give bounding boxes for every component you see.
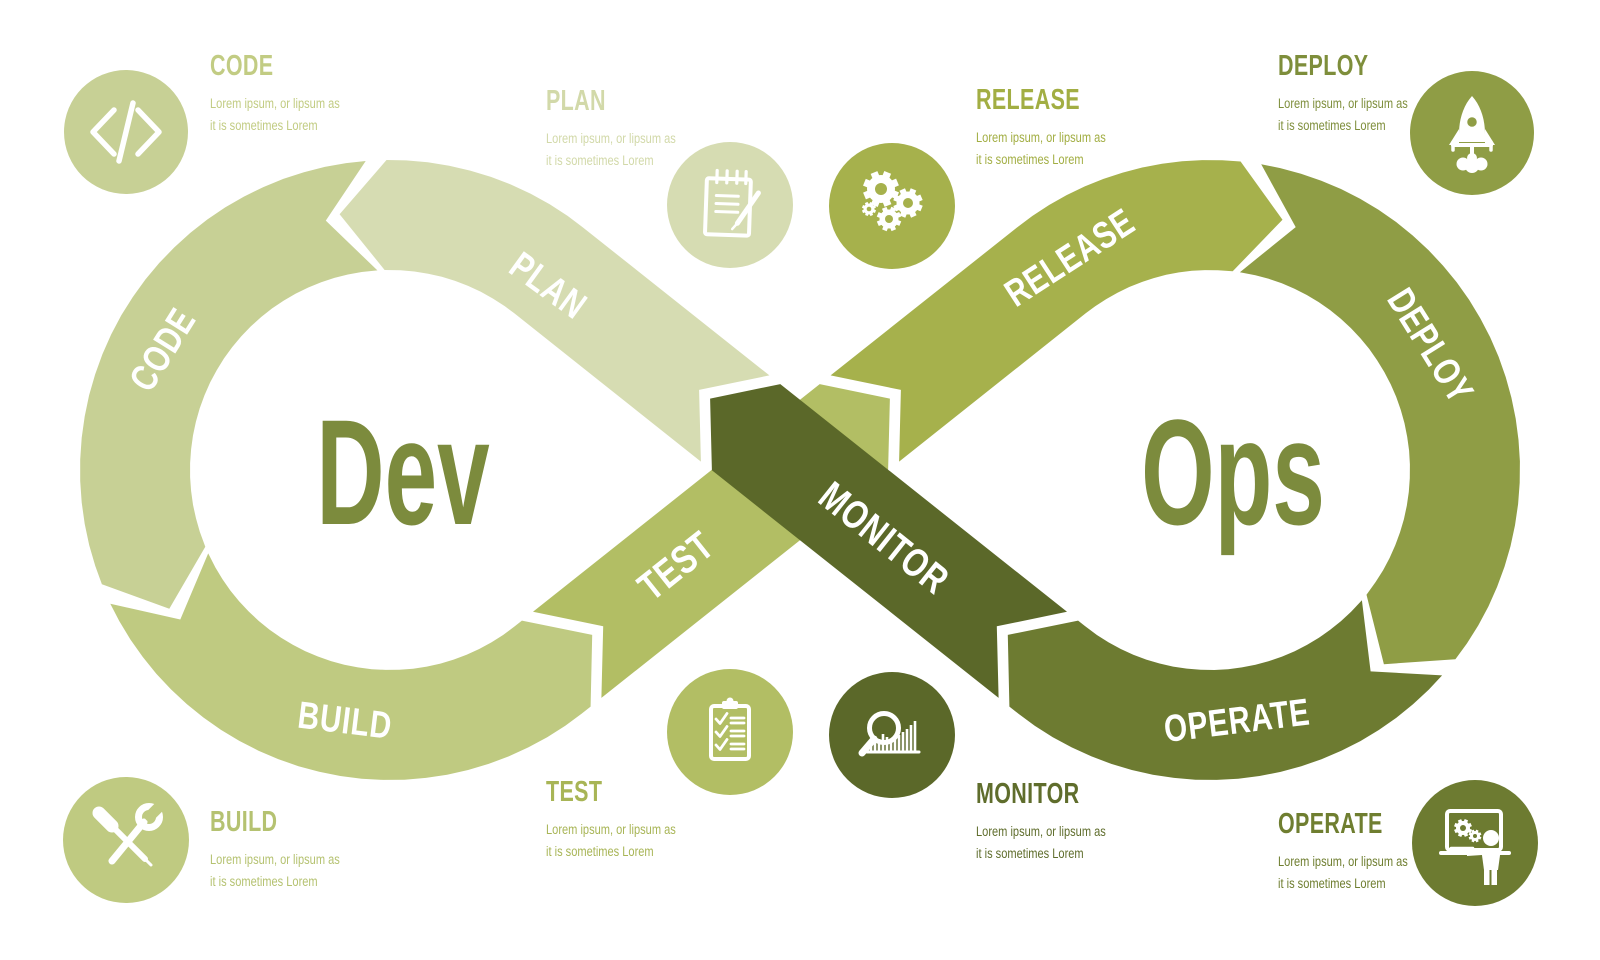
dev-label: Dev	[316, 389, 490, 557]
operate-icon-circle	[1412, 780, 1538, 906]
tools-icon	[92, 798, 168, 867]
callout-build: BUILD Lorem ipsum, or lipsum as it is so…	[210, 806, 460, 893]
test-stage-icon	[667, 669, 793, 795]
release-icon-circle	[829, 143, 955, 269]
operator-screen-icon	[1439, 809, 1511, 885]
callout-monitor: MONITOR Lorem ipsum, or lipsum as it is …	[976, 778, 1226, 865]
callout-title: OPERATE	[1278, 808, 1383, 840]
checklist-clipboard-icon	[709, 697, 751, 761]
callout-release: RELEASE Lorem ipsum, or lipsum as it is …	[976, 84, 1226, 171]
monitor-icon-circle	[829, 672, 955, 798]
callout-test: TEST Lorem ipsum, or lipsum as it is som…	[546, 776, 796, 863]
callout-deploy: DEPLOY Lorem ipsum, or lipsum as it is s…	[1278, 50, 1528, 137]
monitor-stage-icon	[829, 672, 955, 798]
code-stage-icon	[64, 70, 188, 194]
deploy-stage-icon	[1410, 71, 1534, 195]
release-stage-icon	[829, 143, 955, 269]
operate-segment	[1007, 600, 1443, 780]
svg-text:Dev: Dev	[316, 389, 490, 557]
callout-title: TEST	[546, 776, 603, 808]
callout-code: CODE Lorem ipsum, or lipsum as it is som…	[210, 50, 460, 137]
callout-plan: PLAN Lorem ipsum, or lipsum as it is som…	[546, 85, 796, 172]
callout-description: Lorem ipsum, or lipsum as it is sometime…	[976, 824, 1106, 861]
build-segment	[110, 553, 593, 780]
callout-description: Lorem ipsum, or lipsum as it is sometime…	[976, 130, 1106, 167]
infinity-loop-bands	[80, 160, 1520, 780]
callout-title: RELEASE	[976, 84, 1080, 116]
callout-description: Lorem ipsum, or lipsum as it is sometime…	[210, 852, 340, 889]
callout-title: CODE	[210, 50, 274, 82]
code-brackets-icon	[90, 100, 162, 164]
callout-description: Lorem ipsum, or lipsum as it is sometime…	[546, 822, 676, 859]
ops-label: Ops	[1141, 389, 1325, 557]
monitor-segment	[710, 384, 1067, 698]
gears-icon	[861, 171, 923, 232]
plan-stage-icon	[667, 142, 793, 268]
operate-stage-icon	[1412, 780, 1538, 906]
release-segment	[830, 160, 1283, 462]
rocket-icon	[1449, 96, 1495, 173]
callout-description: Lorem ipsum, or lipsum as it is sometime…	[1278, 96, 1408, 133]
plan-segment	[339, 160, 770, 462]
callout-description: Lorem ipsum, or lipsum as it is sometime…	[1278, 854, 1408, 891]
callout-title: PLAN	[546, 85, 606, 117]
callout-operate: OPERATE Lorem ipsum, or lipsum as it is …	[1278, 808, 1528, 895]
deploy-segment	[1239, 164, 1520, 665]
callout-description: Lorem ipsum, or lipsum as it is sometime…	[546, 131, 676, 168]
notepad-pencil-icon	[703, 168, 761, 238]
magnifier-chart-icon	[858, 711, 921, 757]
callout-title: DEPLOY	[1278, 50, 1369, 82]
code-segment	[80, 161, 378, 609]
callout-description: Lorem ipsum, or lipsum as it is sometime…	[210, 96, 340, 133]
build-stage-icon	[63, 777, 189, 903]
svg-text:Ops: Ops	[1141, 389, 1325, 557]
callout-title: MONITOR	[976, 778, 1080, 810]
test-icon-circle	[667, 669, 793, 795]
callout-title: BUILD	[210, 806, 278, 838]
